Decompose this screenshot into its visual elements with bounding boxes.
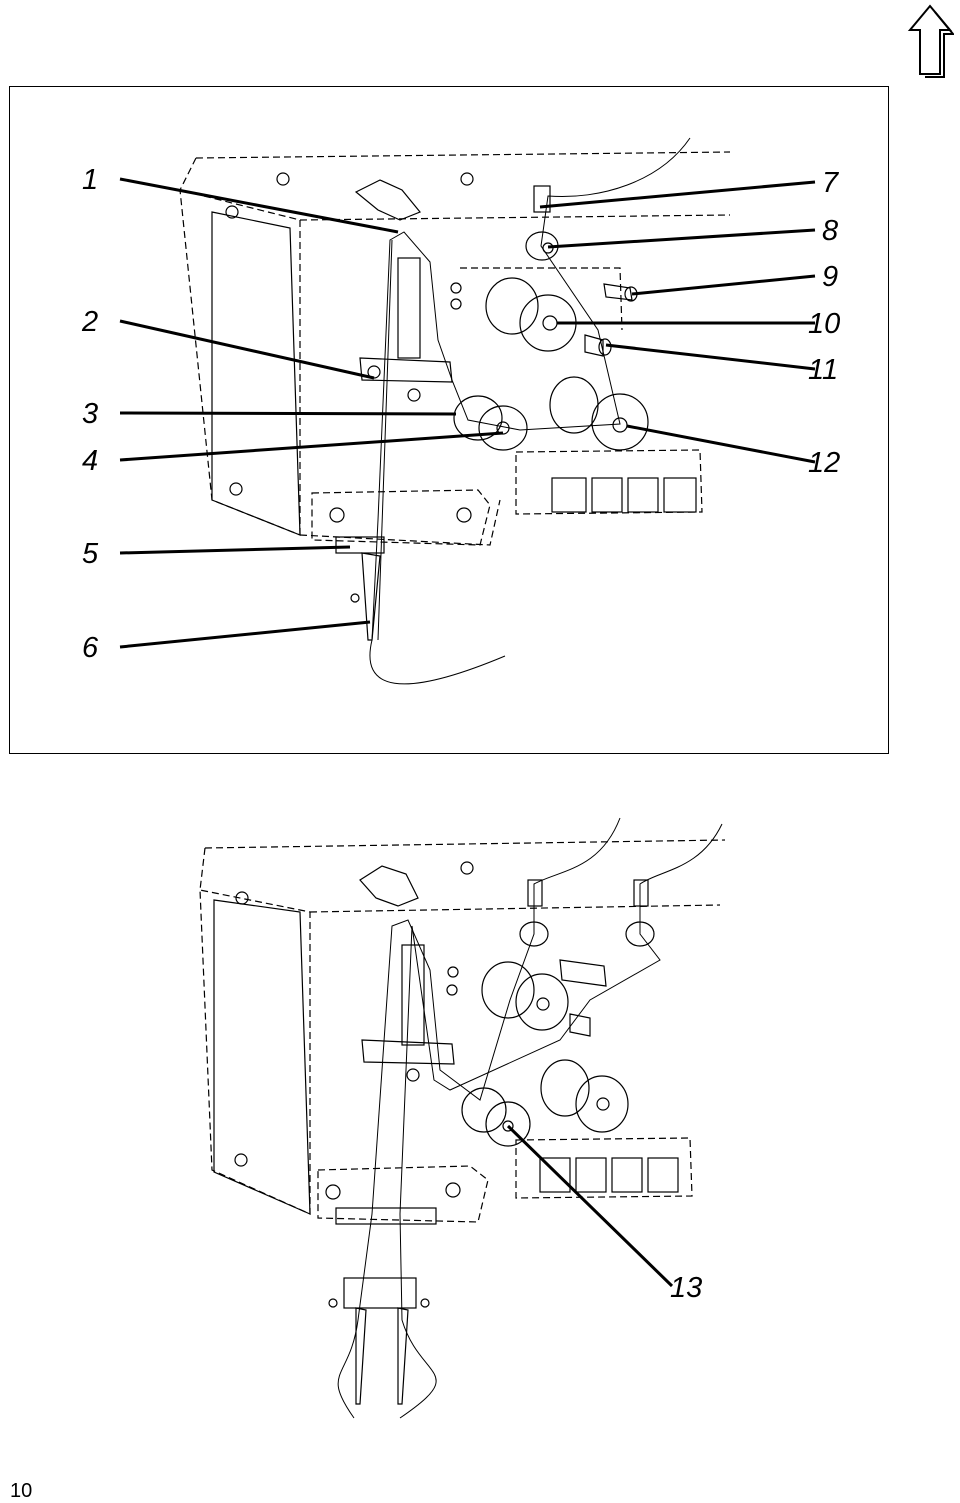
callout-label: 6 <box>82 632 99 664</box>
callout-label: 3 <box>82 398 99 430</box>
callout-label: 12 <box>808 447 841 479</box>
callout-label: 9 <box>822 261 839 293</box>
callout-label: 1 <box>82 164 99 196</box>
callout-label: 5 <box>82 538 99 570</box>
page-number: 10 <box>10 1480 33 1502</box>
callout-label: 10 <box>808 308 841 340</box>
callout-label: 7 <box>822 167 839 199</box>
up-arrow-icon[interactable] <box>906 4 956 78</box>
callout-label: 8 <box>822 215 839 247</box>
callout-label: 2 <box>82 306 99 338</box>
callout-label: 11 <box>808 354 839 386</box>
callout-label: 13 <box>670 1272 703 1304</box>
callout-label: 4 <box>82 445 99 477</box>
